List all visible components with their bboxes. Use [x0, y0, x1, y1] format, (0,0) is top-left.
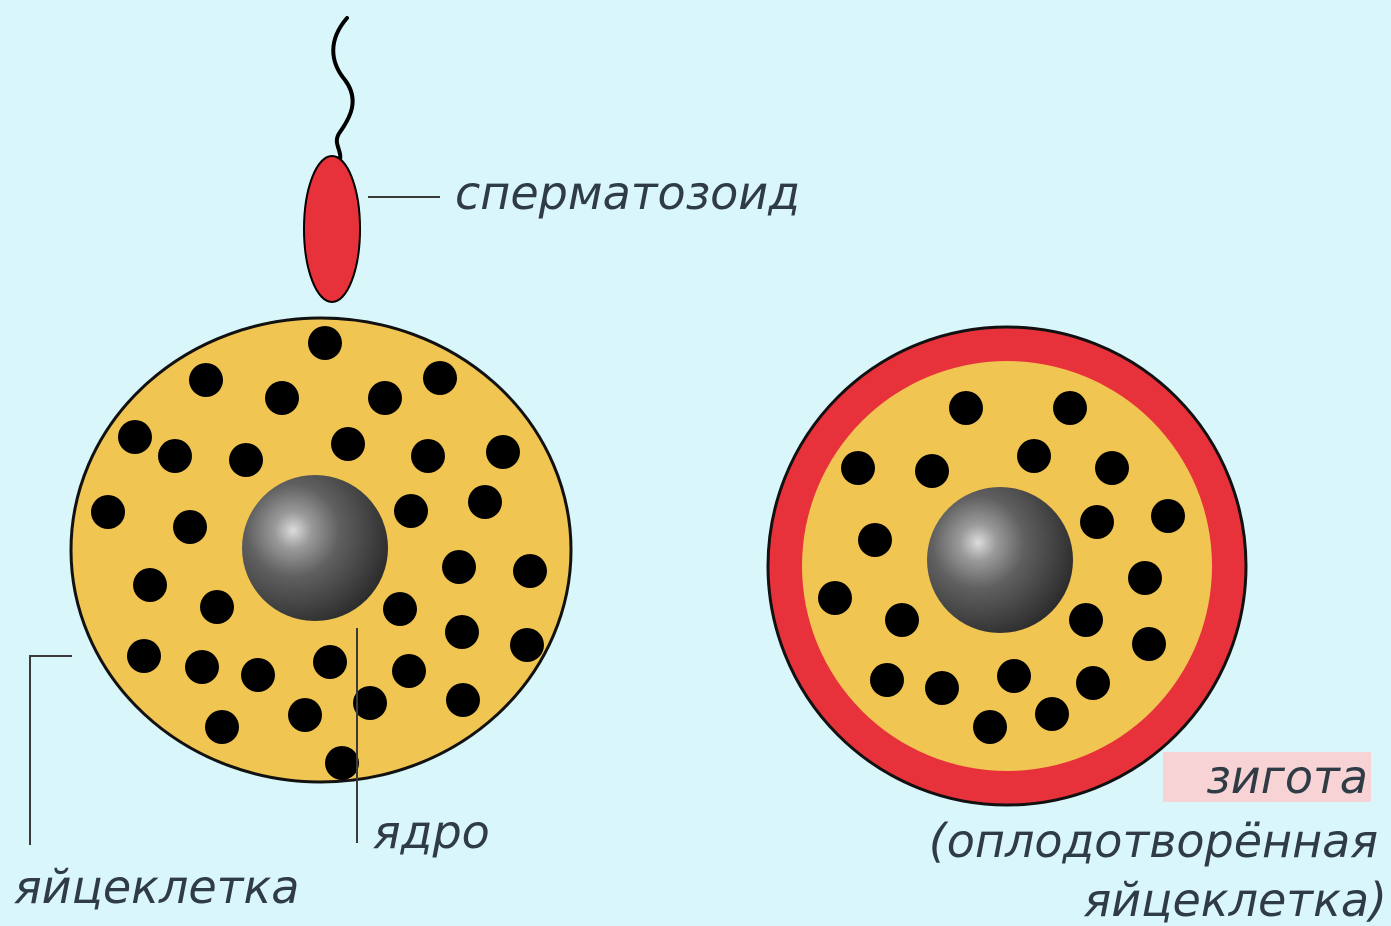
zygote-granule — [1069, 603, 1103, 637]
sperm-head — [304, 156, 360, 302]
zygote-granule — [1095, 451, 1129, 485]
egg-granule — [288, 698, 322, 732]
zygote-granule — [1128, 561, 1162, 595]
egg-granule — [411, 439, 445, 473]
zygote-granule — [1151, 499, 1185, 533]
zygote-granule — [841, 451, 875, 485]
egg-granule — [383, 592, 417, 626]
egg-granule — [392, 654, 426, 688]
zygote-granule — [858, 523, 892, 557]
zygote-note-line1: (оплодотворённая — [929, 814, 1378, 868]
egg-granule — [510, 628, 544, 662]
zygote-granule — [870, 663, 904, 697]
egg-granule — [313, 645, 347, 679]
zygote-granule — [1035, 697, 1069, 731]
egg-granule — [133, 568, 167, 602]
egg-granule — [200, 590, 234, 624]
egg-granule — [265, 381, 299, 415]
egg-granule — [325, 746, 359, 780]
egg-granule — [229, 443, 263, 477]
zygote-nucleus — [927, 487, 1073, 633]
zygote-granule — [949, 391, 983, 425]
egg-granule — [446, 683, 480, 717]
zygote-granule — [925, 671, 959, 705]
sperm-label: сперматозоид — [455, 166, 800, 220]
zygote-granule — [885, 603, 919, 637]
egg-granule — [308, 326, 342, 360]
egg-granule — [513, 554, 547, 588]
egg-granule — [423, 361, 457, 395]
zygote-granule — [997, 659, 1031, 693]
egg-cell — [71, 318, 571, 782]
zygote-granule — [1080, 505, 1114, 539]
egg-granule — [205, 710, 239, 744]
egg-granule — [368, 381, 402, 415]
zygote-granule — [915, 454, 949, 488]
egg-granule — [394, 494, 428, 528]
egg-granule — [442, 550, 476, 584]
egg-granule — [486, 435, 520, 469]
egg-granule — [189, 363, 223, 397]
zygote-granule — [1076, 666, 1110, 700]
egg-granule — [468, 485, 502, 519]
zygote-note-line2: яйцеклетка) — [1084, 873, 1387, 926]
egg-granule — [158, 439, 192, 473]
egg-granule — [185, 650, 219, 684]
sperm-cell — [304, 18, 360, 302]
egg-granule — [331, 427, 365, 461]
egg-granule — [118, 420, 152, 454]
egg-nucleus — [242, 475, 388, 621]
egg-granule — [91, 495, 125, 529]
nucleus-label: ядро — [373, 805, 490, 859]
egg-label: яйцеклетка — [14, 860, 299, 914]
egg-granule — [445, 615, 479, 649]
egg-granule — [127, 639, 161, 673]
egg-granule — [353, 686, 387, 720]
zygote-cell — [768, 327, 1246, 805]
sperm-tail — [333, 18, 352, 168]
egg-granule — [241, 658, 275, 692]
zygote-label: зигота — [1206, 750, 1368, 804]
egg-leader-line — [30, 656, 72, 845]
zygote-granule — [1132, 627, 1166, 661]
zygote-granule — [1017, 439, 1051, 473]
zygote-granule — [818, 581, 852, 615]
egg-granule — [173, 510, 207, 544]
zygote-granule — [1053, 391, 1087, 425]
zygote-granule — [973, 710, 1007, 744]
